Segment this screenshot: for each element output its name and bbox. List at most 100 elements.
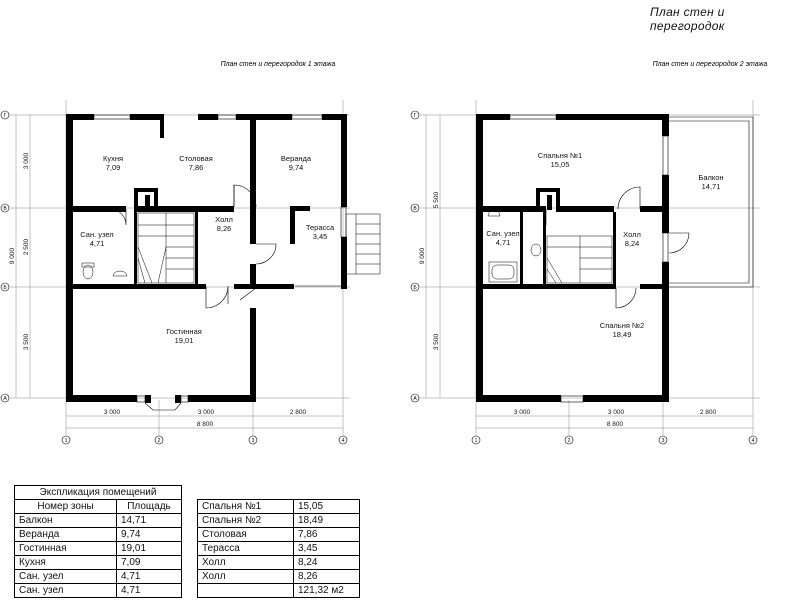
axis-label: 4: [752, 438, 755, 444]
dimension-label: 3 000: [514, 409, 531, 416]
floor1-caption: План стен и перегородок 1 этажа: [221, 60, 336, 68]
room-area: 7,09: [106, 163, 121, 172]
axis-label: 4: [342, 438, 345, 444]
axis-label: В: [413, 206, 417, 212]
dimension-label: 3 000: [608, 409, 625, 416]
room-area: 18,49: [613, 330, 632, 339]
floor2-grid: [420, 100, 760, 440]
cell-area: 15,05: [293, 499, 360, 514]
dimension-label: 9 000: [9, 247, 16, 264]
floor2-axis-labels: Г В Б А 1 2 3 4: [413, 113, 754, 444]
room-name: Холл: [623, 230, 641, 239]
room-name: Столовая: [179, 154, 213, 163]
room-name: Спальня №1: [538, 151, 582, 160]
floor1-axis-markers: [0, 110, 348, 445]
floor1-terrace-steps: [345, 213, 381, 275]
cell-name: Терасса: [197, 541, 294, 556]
floor2-axis-markers: [410, 110, 758, 445]
table-title: Экспликация помещений: [14, 485, 182, 500]
floor2-caption: План стен и перегородок 2 этажа: [653, 60, 768, 68]
dimension-label: 2 500: [23, 238, 30, 255]
room-area: 8,26: [217, 224, 232, 233]
axis-label: А: [413, 396, 417, 402]
floor1-axis-labels: Г В Б А 1 2 3 4: [3, 113, 344, 444]
dimension-label: 3 000: [198, 409, 215, 416]
table-total-row: 121,32 м2: [197, 583, 360, 598]
total-area: 121,32 м2: [293, 583, 360, 598]
cell-area: 18,49: [293, 513, 360, 528]
axis-label: 2: [158, 438, 161, 444]
axis-label: 1: [475, 438, 478, 444]
room-area: 8,24: [625, 239, 640, 248]
floor2-walls: [476, 114, 669, 402]
floor1-grid: [10, 100, 350, 440]
room-area: 9,74: [289, 163, 304, 172]
axis-label: Г: [414, 113, 417, 119]
floor2-room-labels: Спальня №1 15,05 Балкон 14,71 Сан. узел …: [486, 151, 723, 339]
room-name: Гостинная: [166, 327, 202, 336]
room-area: 7,86: [189, 163, 204, 172]
room-area: 4,71: [496, 238, 511, 247]
floor1-stairs: [137, 212, 195, 284]
cell-area: 4,71: [116, 583, 182, 598]
dimension-label: 2 800: [700, 409, 717, 416]
room-area: 14,71: [702, 182, 721, 191]
axis-label: 2: [568, 438, 571, 444]
cell-area: 14,71: [116, 513, 182, 528]
cell-name: Кухня: [14, 555, 117, 570]
room-name: Холл: [215, 215, 233, 224]
floor1-plan: План стен и перегородок 1 этажа: [0, 60, 381, 445]
room-name: Балкон: [698, 173, 723, 182]
cell-name: Сан. узел: [14, 583, 117, 598]
cell-name: Сан. узел: [14, 569, 117, 584]
table-header-row: Номер зоны Площадь: [14, 499, 182, 514]
floor2-bathroom-fixtures: [487, 209, 542, 283]
cell-name: Холл: [197, 569, 294, 584]
cell-area: 19,01: [116, 541, 182, 556]
explication-table-left: Экспликация помещений Номер зоны Площадь…: [14, 485, 182, 598]
dimension-label: 2 800: [290, 409, 307, 416]
cell-area: 4,71: [116, 569, 182, 584]
cell-name: Холл: [197, 555, 294, 570]
cell-name: Балкон: [14, 513, 117, 528]
cell-area: 7,86: [293, 527, 360, 542]
dimension-total: 8 800: [197, 421, 214, 428]
room-area: 19,01: [175, 336, 194, 345]
sheet-title: План стен и перегородок: [650, 5, 725, 33]
axis-label: 1: [65, 438, 68, 444]
cell-empty: [197, 583, 294, 598]
dimension-label: 3 500: [23, 333, 30, 350]
column-header-area: Площадь: [116, 499, 182, 514]
table-title-row: Экспликация помещений: [14, 485, 182, 500]
axis-label: 3: [252, 438, 255, 444]
room-name: Сан. узел: [80, 230, 113, 239]
cell-area: 7,09: [116, 555, 182, 570]
axis-label: Б: [413, 285, 417, 291]
floor1-bathroom-fixtures: [81, 262, 128, 280]
floor1-room-labels: Кухня 7,09 Столовая 7,86 Веранда 9,74 Хо…: [80, 154, 335, 345]
axis-label: Г: [4, 113, 7, 119]
cell-area: 9,74: [116, 527, 182, 542]
cell-area: 8,24: [293, 555, 360, 570]
floor1-walls: [66, 114, 347, 403]
dimension-label: 9 000: [419, 247, 426, 264]
floor2-stairs: [546, 235, 613, 284]
axis-label: 3: [662, 438, 665, 444]
dimension-total: 8 800: [607, 421, 624, 428]
room-name: Терасса: [306, 223, 335, 232]
room-area: 15,05: [551, 160, 570, 169]
cell-area: 3,45: [293, 541, 360, 556]
room-name: Спальня №2: [600, 321, 644, 330]
dimension-label: 3 000: [104, 409, 121, 416]
cell-name: Спальня №1: [197, 499, 294, 514]
